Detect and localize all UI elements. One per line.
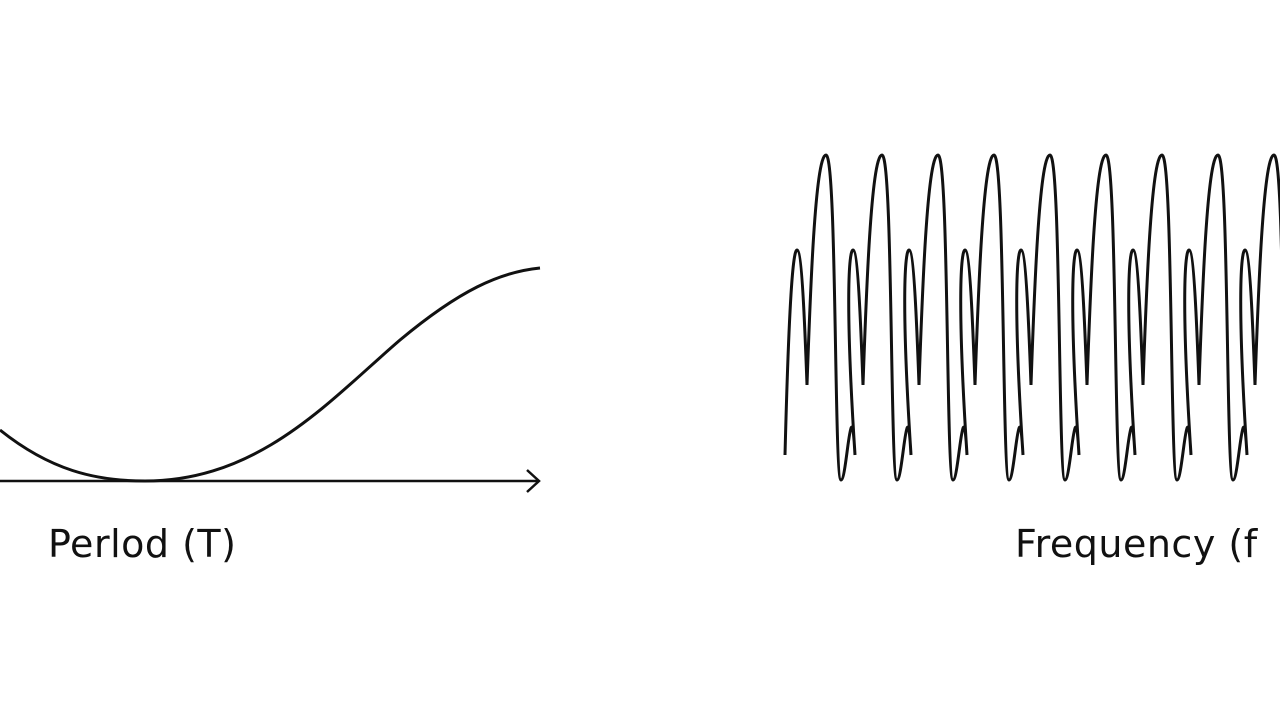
frequency-wave bbox=[783, 153, 1280, 482]
frequency-label: Frequency (f bbox=[1015, 522, 1258, 566]
period-label: Perlod (T) bbox=[48, 522, 237, 566]
period-wave bbox=[0, 266, 541, 483]
axis-arrowhead bbox=[526, 469, 541, 493]
